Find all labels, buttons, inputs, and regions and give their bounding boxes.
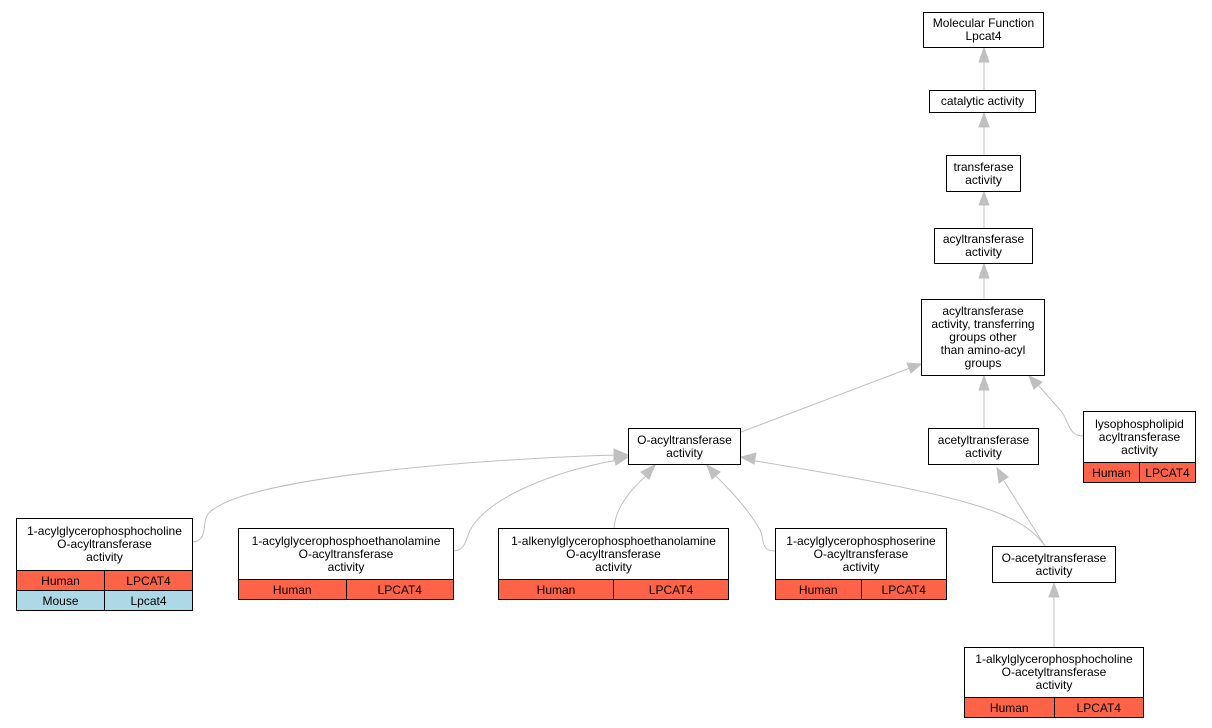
node-1-acylglycerophosphoethanolamine[interactable]: 1-acylglycerophosphoethanolamine O-acylt… xyxy=(238,528,454,600)
species-cell: Mouse xyxy=(42,593,79,608)
node-label: 1-acylglycerophosphocholine O-acyltransf… xyxy=(27,524,182,564)
arrowhead-acylnonamino-from-acetyl xyxy=(978,374,990,391)
gene-cell: LPCAT4 xyxy=(1053,698,1144,717)
gene-cell: LPCAT4 xyxy=(345,580,454,599)
arrowhead-acyltransferase xyxy=(978,262,990,279)
species-row-human: Human LPCAT4 xyxy=(1084,462,1195,482)
species-row-human: Human LPCAT4 xyxy=(776,579,946,599)
gene-cell: LPCAT4 xyxy=(613,580,728,599)
node-1-alkenylglycerophosphoethanolamine[interactable]: 1-alkenylglycerophosphoethanolamine O-ac… xyxy=(498,528,729,600)
arrowhead-oacyl-from-serine xyxy=(706,463,721,480)
edge-ethanolamine-to-oacyl xyxy=(452,459,619,552)
node-1-acylglycerophosphoserine[interactable]: 1-acylglycerophosphoserine O-acyltransfe… xyxy=(775,528,947,600)
node-label: acyltransferase activity, transferring g… xyxy=(931,304,1035,370)
node-label: catalytic activity xyxy=(940,94,1025,108)
arrowhead-oacyl-from-ethanolamine xyxy=(613,454,630,466)
species-row-human: Human LPCAT4 xyxy=(965,697,1143,717)
edge-alkenyl-to-oacyl xyxy=(613,475,647,531)
species-cell: Human xyxy=(1092,465,1131,480)
edge-serine-to-oacyl xyxy=(715,475,776,552)
edge-oacetyl-to-acetyltransferase xyxy=(1003,480,1046,547)
gene-cell: LPCAT4 xyxy=(1139,463,1195,482)
node-label: lysophospholipid acyltransferase activit… xyxy=(1095,416,1184,457)
arrowhead-catalytic xyxy=(978,111,990,128)
node-1-alkylglycerophosphocholine[interactable]: 1-alkylglycerophosphocholine O-acetyltra… xyxy=(964,647,1144,718)
node-label: 1-acylglycerophosphoserine O-acyltransfe… xyxy=(786,533,936,574)
species-cell: Human xyxy=(536,582,576,597)
edge-oacetyl-to-oacyl xyxy=(749,459,1046,547)
gene-cell: LPCAT4 xyxy=(860,580,947,599)
species-row-human: Human LPCAT4 xyxy=(17,570,192,590)
node-catalytic-activity[interactable]: catalytic activity xyxy=(929,90,1036,113)
arrowhead-oacyl-from-oacetyl xyxy=(739,452,757,465)
edge-choline-to-oacyl xyxy=(192,454,619,543)
species-row-mouse: Mouse Lpcat4 xyxy=(17,590,192,610)
node-acyltransferase-non-amino-acyl[interactable]: acyltransferase activity, transferring g… xyxy=(921,299,1045,376)
edge-oacyl-to-acylnonamino xyxy=(740,367,911,433)
arrowhead-acylnonamino-from-lyso xyxy=(1028,375,1043,390)
node-label: 1-alkylglycerophosphocholine O-acetyltra… xyxy=(975,652,1133,692)
species-cell: Human xyxy=(989,700,1029,715)
species-row-human: Human LPCAT4 xyxy=(499,579,728,599)
arrowhead-acylnonamino-from-oacyl xyxy=(906,362,923,374)
gene-cell: LPCAT4 xyxy=(104,571,192,590)
arrowhead-acetyltransferase-from-oacetyl xyxy=(996,466,1009,484)
arrowhead-mf xyxy=(978,46,990,63)
node-1-acylglycerophosphocholine[interactable]: 1-acylglycerophosphocholine O-acyltransf… xyxy=(16,518,193,611)
gene-cell: Lpcat4 xyxy=(104,591,192,610)
arrowhead-oacyl-from-alkenyl xyxy=(640,463,656,480)
species-row-human: Human LPCAT4 xyxy=(239,579,453,599)
species-cell: Human xyxy=(41,573,80,588)
edge-lyso-to-acylnonamino xyxy=(1037,384,1084,437)
node-label: 1-acylglycerophosphoethanolamine O-acylt… xyxy=(251,533,441,574)
arrowhead-transferase xyxy=(978,190,990,206)
node-lysophospholipid-acyltransferase[interactable]: lysophospholipid acyltransferase activit… xyxy=(1083,411,1196,483)
arrowhead-oacetyl-from-alkylcholine xyxy=(1048,581,1060,598)
species-cell: Human xyxy=(798,582,838,597)
node-label: 1-alkenylglycerophosphoethanolamine O-ac… xyxy=(511,533,716,574)
species-cell: Human xyxy=(272,582,312,597)
